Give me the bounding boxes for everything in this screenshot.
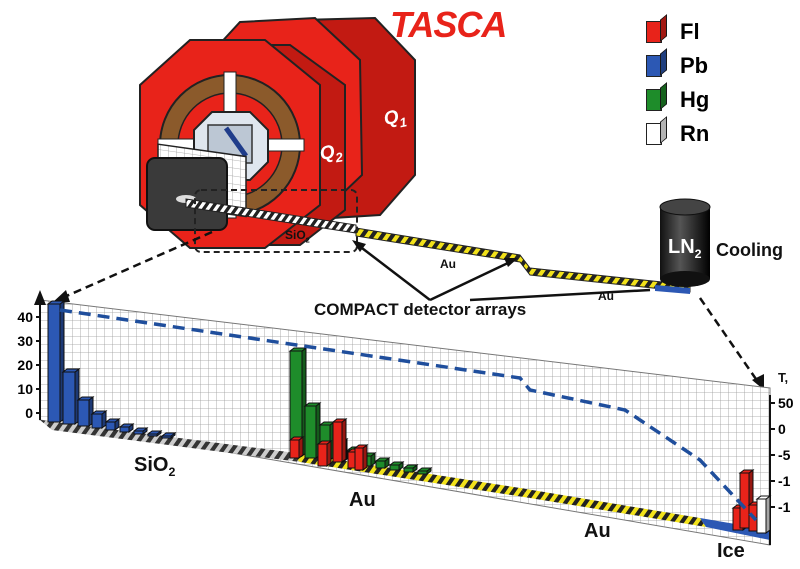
- compact-channel: [185, 198, 691, 294]
- pb-bar: [76, 396, 95, 427]
- au-bottom-label-1: Au: [349, 489, 376, 511]
- legend-item-hg: Hg: [646, 86, 709, 114]
- hg-bar: [374, 457, 391, 469]
- sio2-bottom-label: SiO2: [134, 454, 175, 479]
- sio2-top-text: SiO2: [285, 228, 310, 245]
- sio2-highlight-box: [194, 189, 358, 253]
- left-axis-tick-label: 20: [17, 357, 33, 373]
- legend-swatch: [646, 123, 662, 145]
- right-axis-tick-label: 0: [778, 421, 786, 437]
- pb-bar: [61, 368, 81, 425]
- right-axis-tick-label: -5: [778, 447, 791, 463]
- fl-bar: [353, 444, 369, 471]
- chart-grid-surface: [39, 299, 771, 546]
- right-axis-tick-label: 50: [778, 395, 794, 411]
- hg-bar: [388, 461, 405, 471]
- left-axis-tick-label: 10: [17, 381, 33, 397]
- au-top-label-2: Au: [598, 289, 614, 303]
- compact-arrows: [352, 240, 651, 302]
- right-axis-ticks: 50 0 -5 -1 -1: [770, 395, 794, 515]
- pb-bar: [146, 430, 163, 437]
- q2-label: Q2: [318, 140, 345, 168]
- legend-label: Pb: [680, 53, 709, 78]
- left-axis-tick-label: 30: [17, 333, 33, 349]
- histogram-bars: [46, 300, 772, 534]
- au-bottom-label-2: Au: [584, 520, 611, 542]
- au-floor-2: [520, 488, 706, 527]
- rn-bar: [755, 495, 772, 534]
- legend-swatch: [646, 55, 662, 77]
- pb-bar: [118, 423, 135, 433]
- sio2-top-label: SiO2: [285, 228, 310, 244]
- right-axis-title: T,: [778, 370, 788, 385]
- fl-bar: [331, 418, 348, 463]
- q1-label: Q1: [382, 105, 408, 132]
- pb-bar: [46, 300, 66, 423]
- sio2-floor: [40, 420, 300, 462]
- left-axis-ticks: 40 30 20 10 0: [17, 309, 40, 421]
- legend-label: Hg: [680, 87, 710, 112]
- tasca-title: TASCA: [390, 4, 507, 45]
- fl-bar: [288, 436, 305, 459]
- left-axis-tick-label: 0: [25, 405, 33, 421]
- legend-item-fl: Fl: [646, 18, 700, 46]
- compact-label: COMPACT detector arrays: [314, 300, 527, 319]
- sio2-bottom-text: SiO2: [134, 454, 176, 479]
- au-top-label: Au: [440, 257, 456, 271]
- hg-bar: [416, 467, 433, 475]
- right-axis-tick-label: -1: [778, 499, 791, 515]
- pb-bar: [160, 432, 177, 439]
- hg-bar: [402, 464, 419, 473]
- legend-label: Rn: [680, 121, 710, 146]
- ln2-cylinder: [659, 198, 711, 287]
- left-axis: [34, 290, 46, 420]
- detector-box: [146, 143, 247, 231]
- right-axis-tick-label: -1: [778, 473, 791, 489]
- temperature-profile: [59, 308, 758, 522]
- pb-bar: [90, 410, 108, 429]
- ice-label: Ice: [717, 540, 745, 562]
- legend-item-pb: Pb: [646, 52, 708, 80]
- legend-swatch: [646, 21, 662, 43]
- legend-item-rn: Rn: [646, 120, 709, 148]
- left-axis-tick-label: 40: [17, 309, 33, 325]
- fl-bar: [316, 440, 333, 467]
- pb-bar: [132, 427, 149, 435]
- ln2-label: LN2: [668, 236, 702, 261]
- pb-bar: [104, 418, 121, 431]
- legend-swatch: [646, 89, 662, 111]
- legend-label: Fl: [680, 19, 700, 44]
- cooling-label: Cooling: [716, 240, 783, 260]
- zoom-arrows: [61, 230, 760, 383]
- ln2-text: LN2: [668, 236, 702, 261]
